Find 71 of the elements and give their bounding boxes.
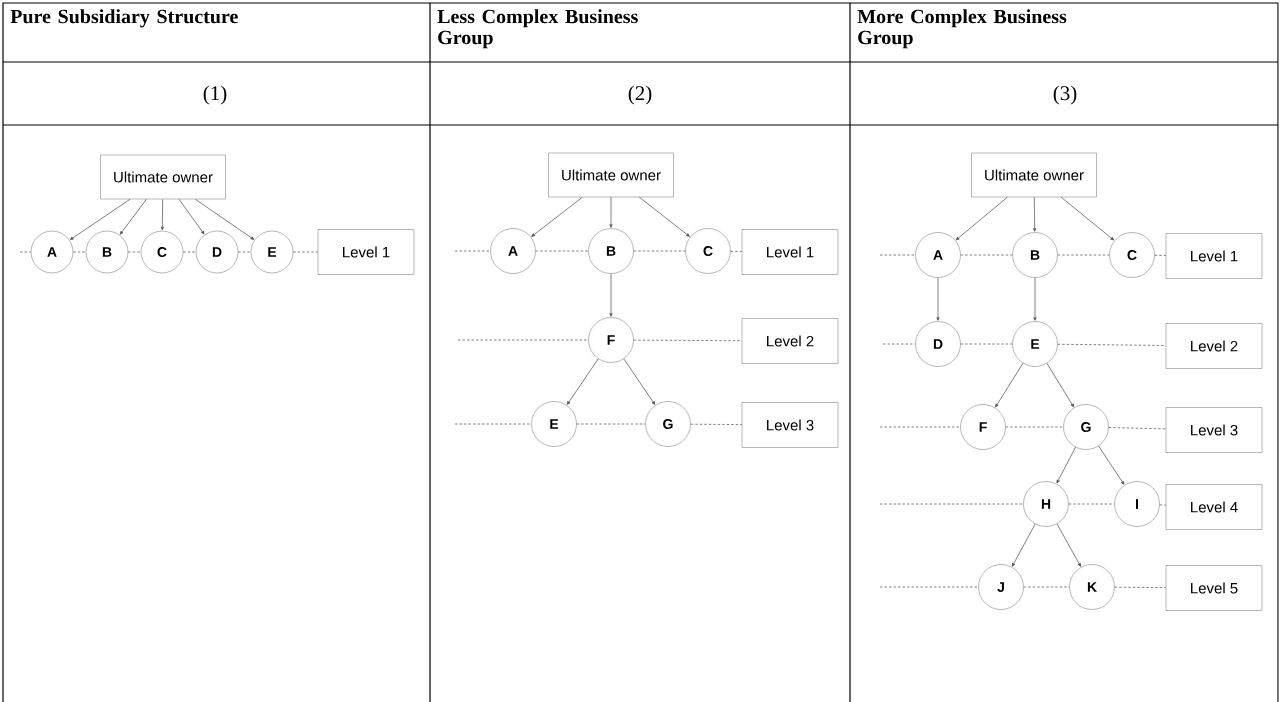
arrow xyxy=(1046,363,1074,408)
arrow xyxy=(1033,196,1037,232)
dashed-line xyxy=(1159,504,1167,506)
dashed-line xyxy=(1057,254,1110,256)
arrow xyxy=(609,273,613,317)
dashed-line xyxy=(535,250,589,252)
dashed-line xyxy=(960,254,1013,256)
dashed-line xyxy=(127,251,142,253)
column-number: (2) xyxy=(628,85,652,105)
arrow xyxy=(609,196,613,228)
dashed-line xyxy=(879,586,979,588)
arrow xyxy=(160,198,164,231)
dashed-line xyxy=(730,250,743,252)
dashed-line xyxy=(633,339,743,342)
arrow xyxy=(70,198,131,240)
dashed-line xyxy=(72,251,87,253)
dashed-line xyxy=(879,254,916,256)
arrow xyxy=(955,196,1008,241)
dashed-line xyxy=(1114,586,1167,588)
level-box: Level 1 xyxy=(317,229,415,275)
dashed-line xyxy=(633,250,686,252)
arrow xyxy=(194,198,255,240)
column-number: (1) xyxy=(203,85,227,105)
level-box: Level 2 xyxy=(741,318,839,364)
level-box: Level 2 xyxy=(1165,323,1263,369)
arrow xyxy=(1011,523,1036,567)
dashed-line xyxy=(576,423,646,425)
dashed-line xyxy=(879,503,1024,505)
dashed-line xyxy=(454,250,491,252)
level-box: Level 3 xyxy=(1165,407,1263,453)
arrow xyxy=(531,196,583,237)
column-header: Less Complex Business Group xyxy=(437,9,638,49)
arrow xyxy=(566,358,599,405)
dashed-line xyxy=(1108,427,1167,430)
level-box: Level 1 xyxy=(1165,233,1263,279)
arrow xyxy=(178,198,205,235)
dashed-line xyxy=(960,343,1013,345)
dashed-line xyxy=(690,423,743,425)
dashed-line xyxy=(882,343,916,345)
arrow xyxy=(1060,196,1115,241)
arrow xyxy=(936,277,940,321)
arrow xyxy=(639,196,690,237)
level-box: Level 3 xyxy=(741,402,839,448)
dashed-line xyxy=(19,251,32,253)
arrow xyxy=(119,198,147,235)
owner-box: Ultimate owner xyxy=(548,152,674,198)
dashed-line xyxy=(1068,503,1115,505)
dashed-line xyxy=(1005,426,1064,428)
dashed-line xyxy=(457,339,589,341)
dashed-line xyxy=(237,251,252,253)
arrow xyxy=(1033,277,1037,321)
dashed-line xyxy=(1023,586,1070,588)
column-number: (3) xyxy=(1053,85,1077,105)
column-header: More Complex Business Group xyxy=(857,9,1067,49)
dashed-line xyxy=(879,426,961,428)
dashed-line xyxy=(1057,343,1167,346)
arrow xyxy=(1056,523,1081,567)
column-header: Pure Subsidiary Structure xyxy=(10,9,238,28)
dashed-line xyxy=(454,423,532,425)
dashed-line xyxy=(182,251,197,253)
level-box: Level 5 xyxy=(1165,565,1263,611)
level-box: Level 4 xyxy=(1165,484,1263,530)
arrow xyxy=(1056,446,1076,484)
level-box: Level 1 xyxy=(741,229,839,275)
owner-box: Ultimate owner xyxy=(971,152,1097,198)
dashed-line xyxy=(292,251,319,253)
dashed-line xyxy=(1154,254,1167,256)
arrow xyxy=(1098,445,1125,485)
owner-box: Ultimate owner xyxy=(100,154,226,200)
arrow xyxy=(995,362,1024,408)
arrow xyxy=(623,358,656,405)
